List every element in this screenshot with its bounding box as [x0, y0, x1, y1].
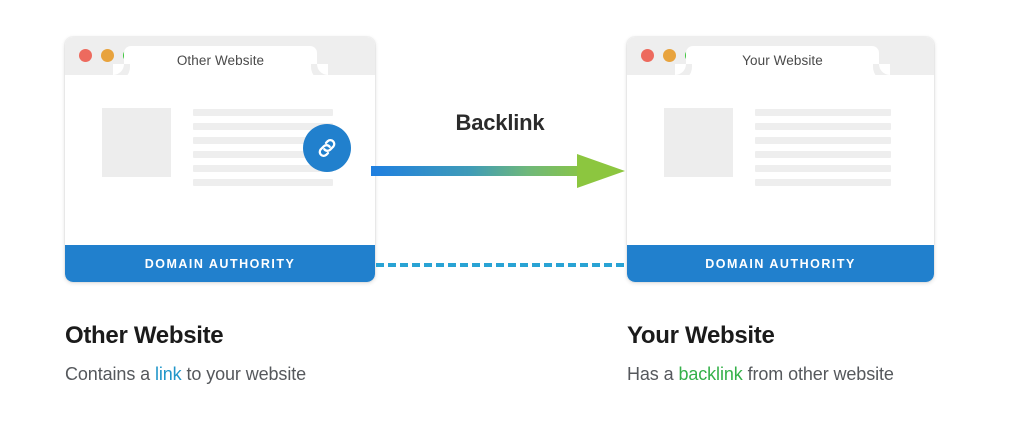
text-line — [755, 109, 891, 116]
caption-subtitle: Has a backlink from other website — [627, 364, 894, 385]
caption-text-after: to your website — [181, 364, 307, 384]
browser-tab-your-website[interactable]: Your Website — [675, 46, 890, 75]
caption-your-website: Your Website Has a backlink from other w… — [627, 322, 894, 385]
domain-authority-label: DOMAIN AUTHORITY — [705, 256, 856, 271]
text-line — [193, 179, 333, 186]
text-line — [193, 109, 333, 116]
browser-window-other-website: Other Website — [65, 37, 375, 282]
caption-text-before: Has a — [627, 364, 679, 384]
browser-tab-other-website[interactable]: Other Website — [113, 46, 328, 75]
browser-chrome: Other Website — [65, 37, 375, 75]
browser-tab-label: Your Website — [742, 53, 823, 68]
text-line — [755, 137, 891, 144]
close-dot-red-icon[interactable] — [79, 49, 92, 62]
text-line — [193, 165, 333, 172]
domain-authority-label: DOMAIN AUTHORITY — [144, 256, 296, 271]
text-line — [193, 137, 333, 144]
text-line — [755, 179, 891, 186]
dashed-connector-line — [376, 263, 624, 267]
page-content-other-website — [65, 75, 375, 245]
browser-tab-label: Other Website — [176, 53, 265, 68]
caption-title: Other Website — [65, 322, 224, 349]
domain-authority-bar-other-website: DOMAIN AUTHORITY — [65, 245, 375, 282]
caption-text-before: Contains a — [65, 364, 155, 384]
image-placeholder — [102, 108, 171, 177]
backlink-label: Backlink — [455, 110, 545, 135]
close-dot-red-icon[interactable] — [641, 49, 654, 62]
chain-link-icon[interactable] — [303, 124, 351, 172]
arrow-right-gradient-icon — [371, 152, 625, 190]
minimize-dot-yellow-icon[interactable] — [101, 49, 114, 62]
domain-authority-bar-your-website: DOMAIN AUTHORITY — [627, 245, 934, 282]
text-line — [755, 165, 891, 172]
browser-window-your-website: Your Website DOMAIN AUTHORITY — [627, 37, 934, 282]
minimize-dot-yellow-icon[interactable] — [663, 49, 676, 62]
caption-title: Your Website — [627, 322, 775, 349]
text-line — [755, 151, 891, 158]
caption-text-after: from other website — [742, 364, 894, 384]
browser-chrome: Your Website — [627, 37, 934, 75]
text-line-placeholders — [193, 108, 333, 186]
image-placeholder — [664, 108, 733, 177]
text-line-placeholders — [755, 108, 891, 186]
caption-backlink-highlight[interactable]: backlink — [678, 364, 743, 384]
caption-subtitle: Contains a link to your website — [65, 364, 306, 385]
text-line — [193, 123, 333, 130]
text-line — [755, 123, 891, 130]
page-content-your-website — [627, 75, 934, 245]
text-line — [193, 151, 333, 158]
caption-link-highlight[interactable]: link — [154, 364, 182, 384]
caption-other-website: Other Website Contains a link to your we… — [65, 322, 306, 385]
